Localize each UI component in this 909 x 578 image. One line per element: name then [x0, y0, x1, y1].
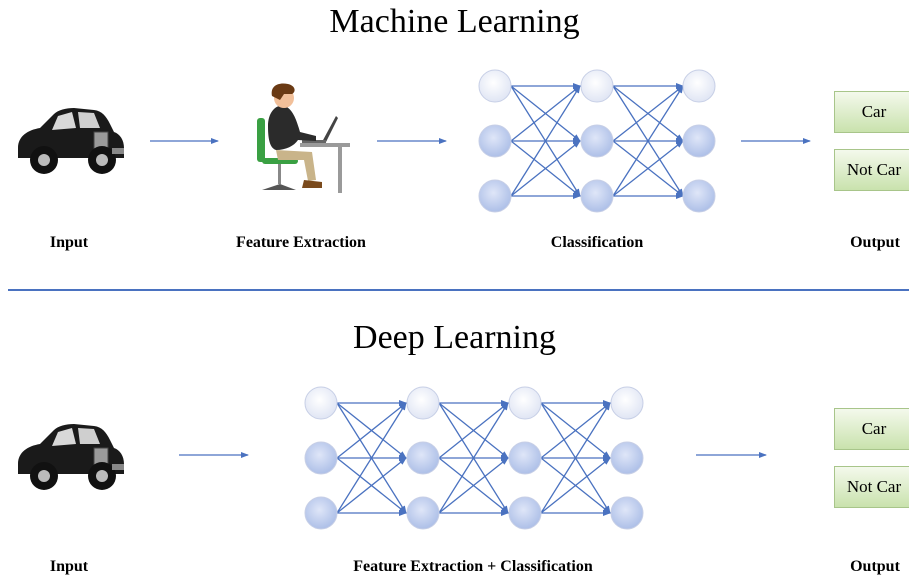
classification-network: [510, 83, 684, 199]
ml-feature-extraction-label: Feature Extraction: [236, 234, 366, 251]
vintage-car-icon: [18, 108, 124, 174]
deep-learning-title: Deep Learning: [353, 319, 556, 356]
ml-input-label: Input: [49, 234, 89, 251]
ml-output-not-car: Not Car: [834, 149, 909, 191]
machine-learning-title: Machine Learning: [329, 3, 580, 40]
flow-arrows: [150, 138, 811, 458]
dl-output-car: Car: [834, 408, 909, 450]
deep-network: [336, 400, 611, 516]
dl-input-label: Input: [49, 558, 89, 575]
dl-output-label: Output: [850, 558, 900, 575]
vintage-car-icon: [18, 424, 124, 490]
classification-network-nodes: [478, 69, 716, 213]
ml-output-car: Car: [834, 91, 909, 133]
dl-feature-extraction-classification-label: Feature Extraction + Classification: [353, 558, 593, 575]
person-at-computer-icon: [257, 83, 350, 193]
section-divider: [8, 289, 909, 291]
dl-output-not-car: Not Car: [834, 466, 909, 508]
ml-classification-label: Classification: [550, 234, 644, 251]
ml-output-label: Output: [850, 234, 900, 251]
deep-network-nodes: [304, 386, 644, 530]
